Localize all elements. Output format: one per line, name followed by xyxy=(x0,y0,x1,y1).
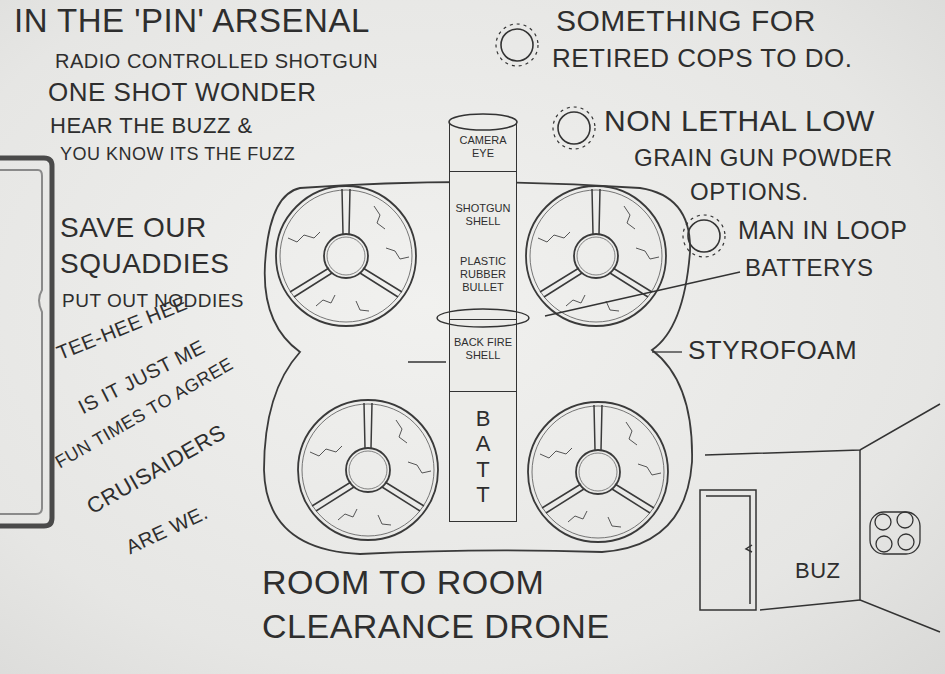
note-text: ONE SHOT WONDER xyxy=(48,78,316,108)
mini-drone xyxy=(876,536,892,552)
rotors xyxy=(276,186,416,326)
note-text: SAVE OUR xyxy=(60,212,207,244)
rotors xyxy=(528,402,668,542)
bullet-marks xyxy=(496,24,538,66)
note-text: RADIO CONTROLLED SHOTGUN xyxy=(55,50,378,73)
shotgun-tube xyxy=(449,122,517,522)
part-label: BATT xyxy=(472,406,494,507)
mini-drone xyxy=(897,512,913,528)
note-text: RETIRED COPS TO DO. xyxy=(552,44,852,74)
mini-drone xyxy=(898,534,914,550)
note-text: ARE WE. xyxy=(122,501,211,559)
note-text: BATTERYS xyxy=(745,254,873,282)
tube-section: BATT xyxy=(449,392,517,522)
room-sketch xyxy=(705,404,940,455)
bullet-marks xyxy=(688,220,720,252)
leader-lines xyxy=(545,272,740,316)
room-sketch xyxy=(700,404,940,632)
bullet-marks xyxy=(558,112,590,144)
room-sketch xyxy=(706,496,750,604)
note-text: MAN IN LOOP xyxy=(738,216,907,245)
bullet-marks xyxy=(553,107,595,149)
room-sketch xyxy=(860,450,940,632)
tube-section: SHOTGUN SHELL PLASTIC RUBBER BULLET xyxy=(449,172,517,320)
tube-section: BACK FIRE SHELL xyxy=(449,320,517,392)
room-sketch xyxy=(700,490,756,610)
shotgun-tube xyxy=(449,114,517,130)
shotgun-tube xyxy=(408,361,446,362)
rotors xyxy=(298,400,438,540)
mini-drone xyxy=(870,512,920,554)
room-sketch xyxy=(760,600,860,610)
part-label: PLASTIC RUBBER BULLET xyxy=(450,255,516,293)
note-text: OPTIONS. xyxy=(690,178,809,206)
bullet-marks xyxy=(683,215,725,257)
paper-clip xyxy=(0,158,52,526)
note-text: NON LETHAL LOW xyxy=(604,104,875,139)
note-text: YOU KNOW ITS THE FUZZ xyxy=(60,144,295,165)
paper-clip xyxy=(0,158,52,526)
mini-drone xyxy=(870,512,920,554)
shotgun-tube xyxy=(408,114,529,522)
mini-drone xyxy=(875,514,891,530)
tube-section: CAMERA EYE xyxy=(449,124,517,172)
bullet-marks xyxy=(501,29,533,61)
shotgun-tube xyxy=(437,309,529,327)
leader-lines xyxy=(652,351,682,352)
note-text: HEAR THE BUZZ & xyxy=(50,113,253,138)
title: IN THE 'PIN' ARSENAL xyxy=(14,2,370,40)
part-label: SHOTGUN SHELL xyxy=(450,202,516,227)
paper-clip xyxy=(0,170,42,514)
note-text: BUZ xyxy=(795,558,841,583)
note-text: GRAIN GUN POWDER xyxy=(634,144,893,172)
note-text: SQUADDIES xyxy=(60,248,229,280)
note-text: STYROFOAM xyxy=(688,336,857,366)
note-text: SOMETHING FOR xyxy=(556,4,816,39)
room-sketch xyxy=(746,545,752,552)
part-label: CAMERA EYE xyxy=(450,134,516,159)
part-label: BACK FIRE SHELL xyxy=(450,336,516,361)
caption: ROOM TO ROOM CLEARANCE DRONE xyxy=(262,560,682,648)
